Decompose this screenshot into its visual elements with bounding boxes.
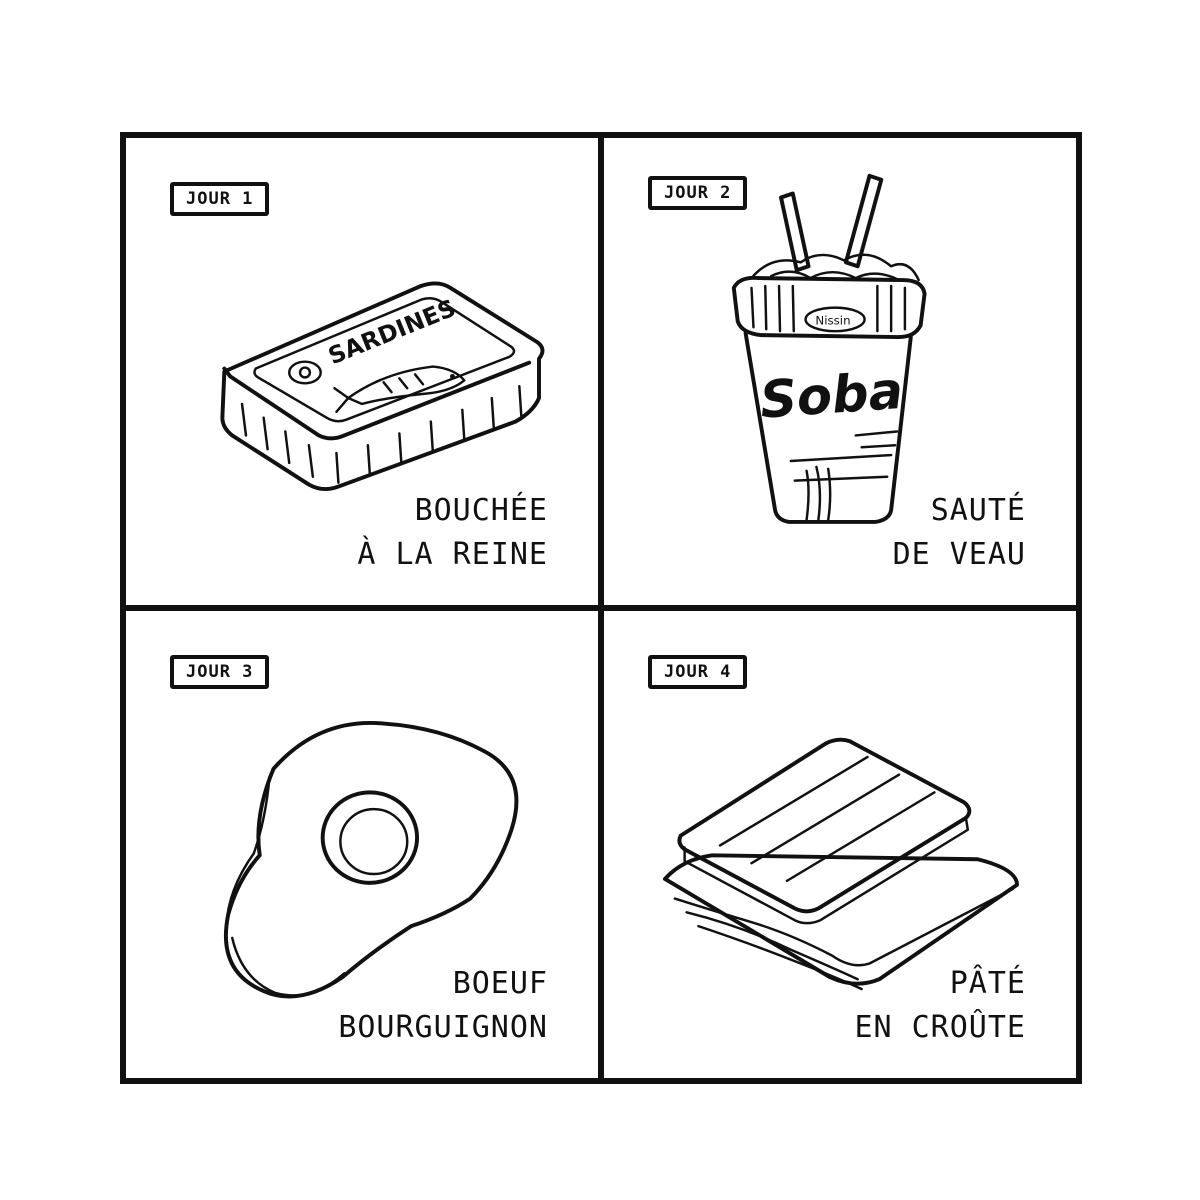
sandwich-icon	[663, 737, 1019, 991]
day-tag: JOUR 4	[648, 655, 748, 689]
panel-day-2: Nissin Soba JOUR 2 SAUTÉ DE VEAU	[601, 138, 1076, 608]
dish-caption: SAUTÉ DE VEAU	[892, 493, 1026, 572]
day-tag: JOUR 1	[170, 182, 270, 216]
dish-caption: BOUCHÉE À LA REINE	[357, 493, 548, 572]
panel-day-1: SARDINES JOUR 1 BOUCHÉE À LA REINE	[126, 138, 601, 608]
day-tag: JOUR 3	[170, 655, 270, 689]
fried-egg-icon	[223, 720, 519, 999]
day-tag: JOUR 2	[648, 176, 748, 210]
panel-day-4: JOUR 4 PÂTÉ EN CROÛTE	[601, 608, 1076, 1078]
sardine-tin-icon: SARDINES	[220, 281, 545, 492]
dish-caption: PÂTÉ EN CROÛTE	[854, 966, 1026, 1045]
panel-day-3: JOUR 3 BOEUF BOURGUIGNON	[126, 608, 601, 1078]
cup-small-label: Nissin	[815, 313, 850, 327]
noodle-cup-icon: Nissin Soba	[731, 173, 927, 524]
comic-grid: SARDINES JOUR 1 BOUCHÉE À LA REINE	[120, 132, 1082, 1084]
cup-label: Soba	[758, 362, 905, 431]
dish-caption: BOEUF BOURGUIGNON	[338, 966, 548, 1045]
